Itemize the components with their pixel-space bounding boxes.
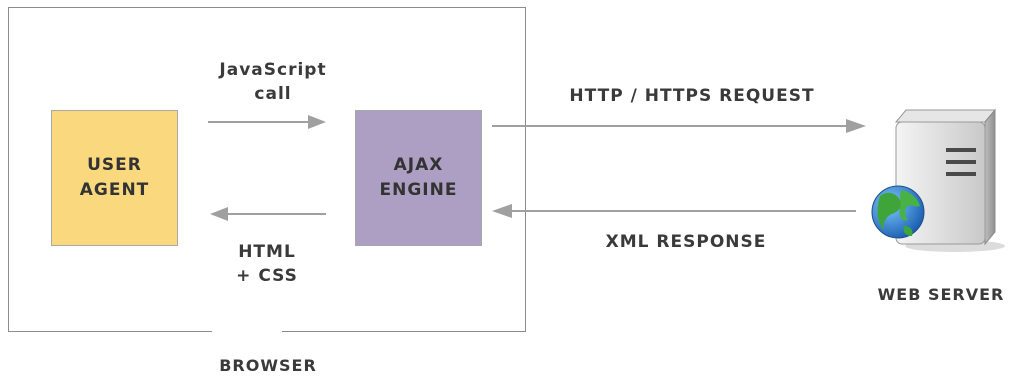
ajax-engine-box: AJAX ENGINE — [355, 110, 482, 246]
server-globe-icon — [871, 108, 1005, 252]
javascript-call-label: JavaScript call — [188, 58, 358, 106]
http-request-arrow — [492, 119, 866, 133]
web-server-label: WEB SERVER — [877, 285, 1005, 304]
user-agent-box: USER AGENT — [51, 110, 178, 246]
ajax-engine-label-line2: ENGINE — [379, 180, 458, 200]
xml-response-arrow — [492, 204, 856, 218]
http-request-label: HTTP / HTTPS REQUEST — [569, 86, 815, 106]
html-css-arrow — [210, 207, 326, 221]
html-css-label-line2: + CSS — [236, 266, 298, 286]
javascript-call-label-line1: JavaScript — [219, 60, 327, 80]
user-agent-label-line2: AGENT — [79, 180, 150, 200]
javascript-call-arrow — [208, 115, 326, 129]
browser-label: BROWSER — [219, 356, 317, 375]
html-css-label: HTML + CSS — [212, 240, 322, 288]
javascript-call-label-line2: call — [254, 84, 292, 104]
html-css-label-line1: HTML — [238, 242, 296, 262]
user-agent-label-line1: USER — [87, 155, 142, 175]
browser-frame-gap — [212, 330, 282, 334]
ajax-engine-label-line1: AJAX — [393, 155, 444, 175]
xml-response-label: XML RESPONSE — [605, 232, 767, 252]
